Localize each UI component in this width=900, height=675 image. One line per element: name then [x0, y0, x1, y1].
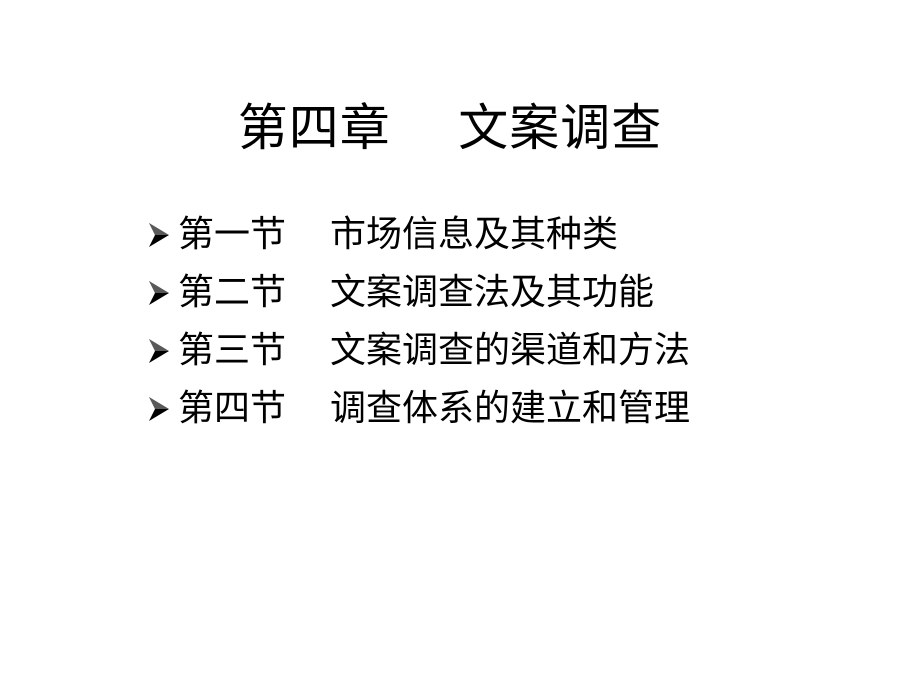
- section-name: 文案调查的渠道和方法: [330, 330, 691, 371]
- list-item: 第二节 文案调查法及其功能: [146, 264, 690, 322]
- section-name: 文案调查法及其功能: [330, 272, 655, 313]
- bullet-list: 第一节 市场信息及其种类 第二节 文案调查法及其功能 第三节 文案调查的渠道和方…: [146, 206, 690, 438]
- list-item: 第三节 文案调查的渠道和方法: [146, 322, 690, 380]
- list-item: 第四节 调查体系的建立和管理: [146, 380, 690, 438]
- section-name: 市场信息及其种类: [330, 214, 619, 255]
- section-number: 第四节: [178, 388, 287, 429]
- arrow-right-icon: [149, 339, 169, 363]
- arrow-right-icon: [149, 281, 169, 305]
- section-number: 第二节: [178, 272, 287, 313]
- arrow-right-icon: [149, 397, 169, 421]
- arrow-right-icon: [149, 223, 169, 247]
- list-item: 第一节 市场信息及其种类: [146, 206, 690, 264]
- section-number: 第三节: [178, 330, 287, 371]
- slide-title: 第四章 文案调查: [237, 99, 663, 157]
- section-name: 调查体系的建立和管理: [330, 388, 691, 429]
- section-number: 第一节: [178, 214, 287, 255]
